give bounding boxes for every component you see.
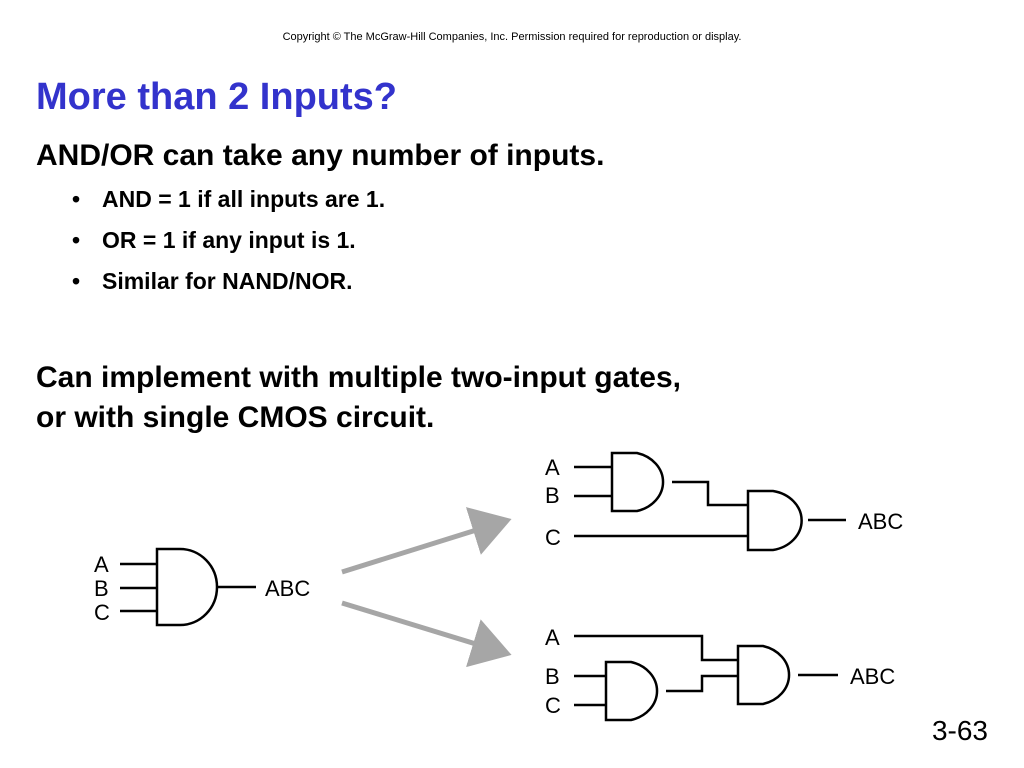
bullet-item: •Similar for NAND/NOR. <box>72 268 353 294</box>
single-gate-input-c-label: C <box>94 600 110 625</box>
bottom-first-and-gate-shape <box>604 660 659 722</box>
bullet-item: •AND = 1 if all inputs are 1. <box>72 186 386 212</box>
top-output-label: ABC <box>858 509 903 534</box>
bullet-item: •OR = 1 if any input is 1. <box>72 227 356 253</box>
top-first-and-gate-shape <box>610 451 665 513</box>
bottom-second-and-gate-shape <box>736 644 791 706</box>
slide-subtitle: AND/OR can take any number of inputs. <box>36 139 605 172</box>
single-gate-input-b-label: B <box>94 576 109 601</box>
arrow-to-top-circuit <box>341 507 512 575</box>
top-two-gate-circuit: A B C ABC <box>545 451 903 552</box>
paragraph-line-1: Can implement with multiple two-input ga… <box>36 361 682 394</box>
three-input-and-gate: A B C ABC <box>94 547 310 627</box>
top-input-b-label: B <box>545 483 560 508</box>
slide-number: 3-63 <box>931 715 988 746</box>
top-input-c-label: C <box>545 525 561 550</box>
bottom-output-label: ABC <box>850 664 895 689</box>
slide-title: More than 2 Inputs? <box>36 76 397 118</box>
paragraph-line-2: or with single CMOS circuit. <box>36 401 435 434</box>
bottom-two-gate-circuit: A B C ABC <box>545 625 895 722</box>
single-gate-input-a-label: A <box>94 552 109 577</box>
bullet-list: •AND = 1 if all inputs are 1. •OR = 1 if… <box>72 184 385 307</box>
bottom-input-a-label: A <box>545 625 560 650</box>
bottom-input-c-label: C <box>545 693 561 718</box>
single-gate-output-label: ABC <box>265 576 310 601</box>
single-and-gate-shape <box>155 547 219 627</box>
top-second-and-gate-shape <box>746 489 803 552</box>
copyright-notice: Copyright © The McGraw-Hill Companies, I… <box>282 31 742 43</box>
top-input-a-label: A <box>545 455 560 480</box>
implementation-paragraph: Can implement with multiple two-input ga… <box>36 358 681 438</box>
bottom-input-b-label: B <box>545 664 560 689</box>
arrow-to-bottom-circuit <box>341 600 512 668</box>
